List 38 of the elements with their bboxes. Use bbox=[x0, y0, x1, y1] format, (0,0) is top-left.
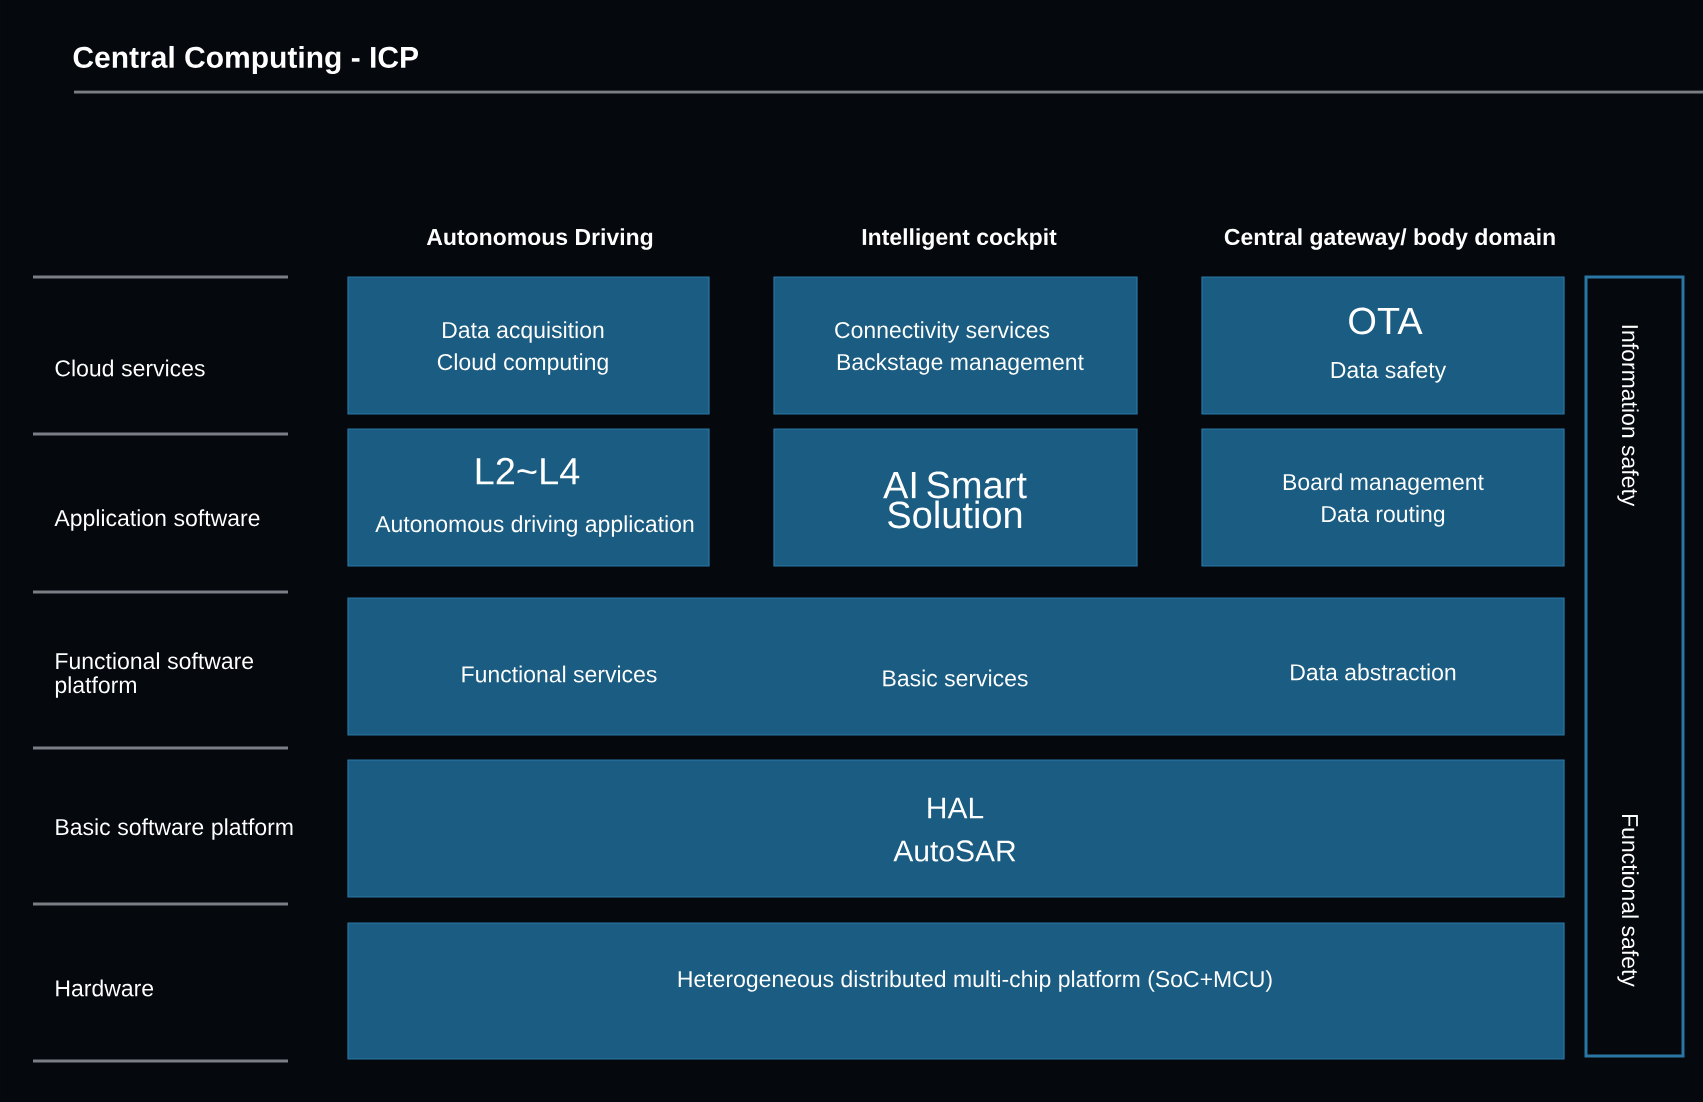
box-text: Connectivity services bbox=[835, 321, 1050, 343]
box-text: Data routing bbox=[1322, 505, 1445, 527]
box-text: L2~L4 bbox=[476, 457, 580, 485]
layer-box bbox=[1201, 428, 1565, 567]
layer-box bbox=[773, 428, 1138, 567]
box-text: Data safety bbox=[1331, 361, 1447, 383]
layer-label: Application software bbox=[54, 509, 260, 531]
layer-box bbox=[1201, 276, 1565, 415]
box-text: Cloud computing bbox=[437, 353, 608, 375]
side-panel bbox=[1584, 275, 1685, 1058]
layer-box bbox=[773, 276, 1138, 415]
layer-box bbox=[347, 597, 1565, 736]
layer-box bbox=[347, 428, 710, 567]
column-heading: Autonomous Driving bbox=[426, 228, 653, 250]
box-text: Backstage management bbox=[837, 353, 1084, 375]
box-text: Data acquisition bbox=[443, 321, 604, 343]
layer-box bbox=[347, 759, 1565, 898]
box-text: Board management bbox=[1283, 473, 1484, 495]
box-text: Information safety bbox=[1617, 325, 1639, 507]
box-text: Functional safety bbox=[1617, 814, 1639, 987]
box-text: Basic services bbox=[883, 669, 1028, 687]
layer-box bbox=[347, 276, 710, 415]
box-text: AutoSAR bbox=[893, 840, 1016, 862]
layer-label: Hardware bbox=[56, 979, 154, 997]
box-text: Data abstraction bbox=[1291, 663, 1456, 681]
layer-box bbox=[347, 922, 1565, 1060]
box-text: AI Smart Solution bbox=[883, 471, 1027, 529]
box-text: OTA bbox=[1349, 307, 1423, 335]
column-heading: Central gateway/ body domain bbox=[1224, 228, 1555, 250]
column-heading: Intelligent cockpit bbox=[862, 228, 1057, 250]
layer-label: Functional software platform bbox=[55, 652, 254, 698]
box-text: Heterogeneous distributed multi-chip platform (SoC+MCU) bbox=[678, 970, 1272, 992]
layer-label: Cloud services bbox=[55, 359, 205, 377]
box-text: Autonomous driving application bbox=[375, 515, 694, 537]
title: Central Computing - ICP bbox=[73, 45, 418, 75]
layer-label: Basic software platform bbox=[56, 818, 293, 840]
box-text: HAL bbox=[928, 797, 984, 819]
box-text: Functional services bbox=[462, 665, 657, 683]
